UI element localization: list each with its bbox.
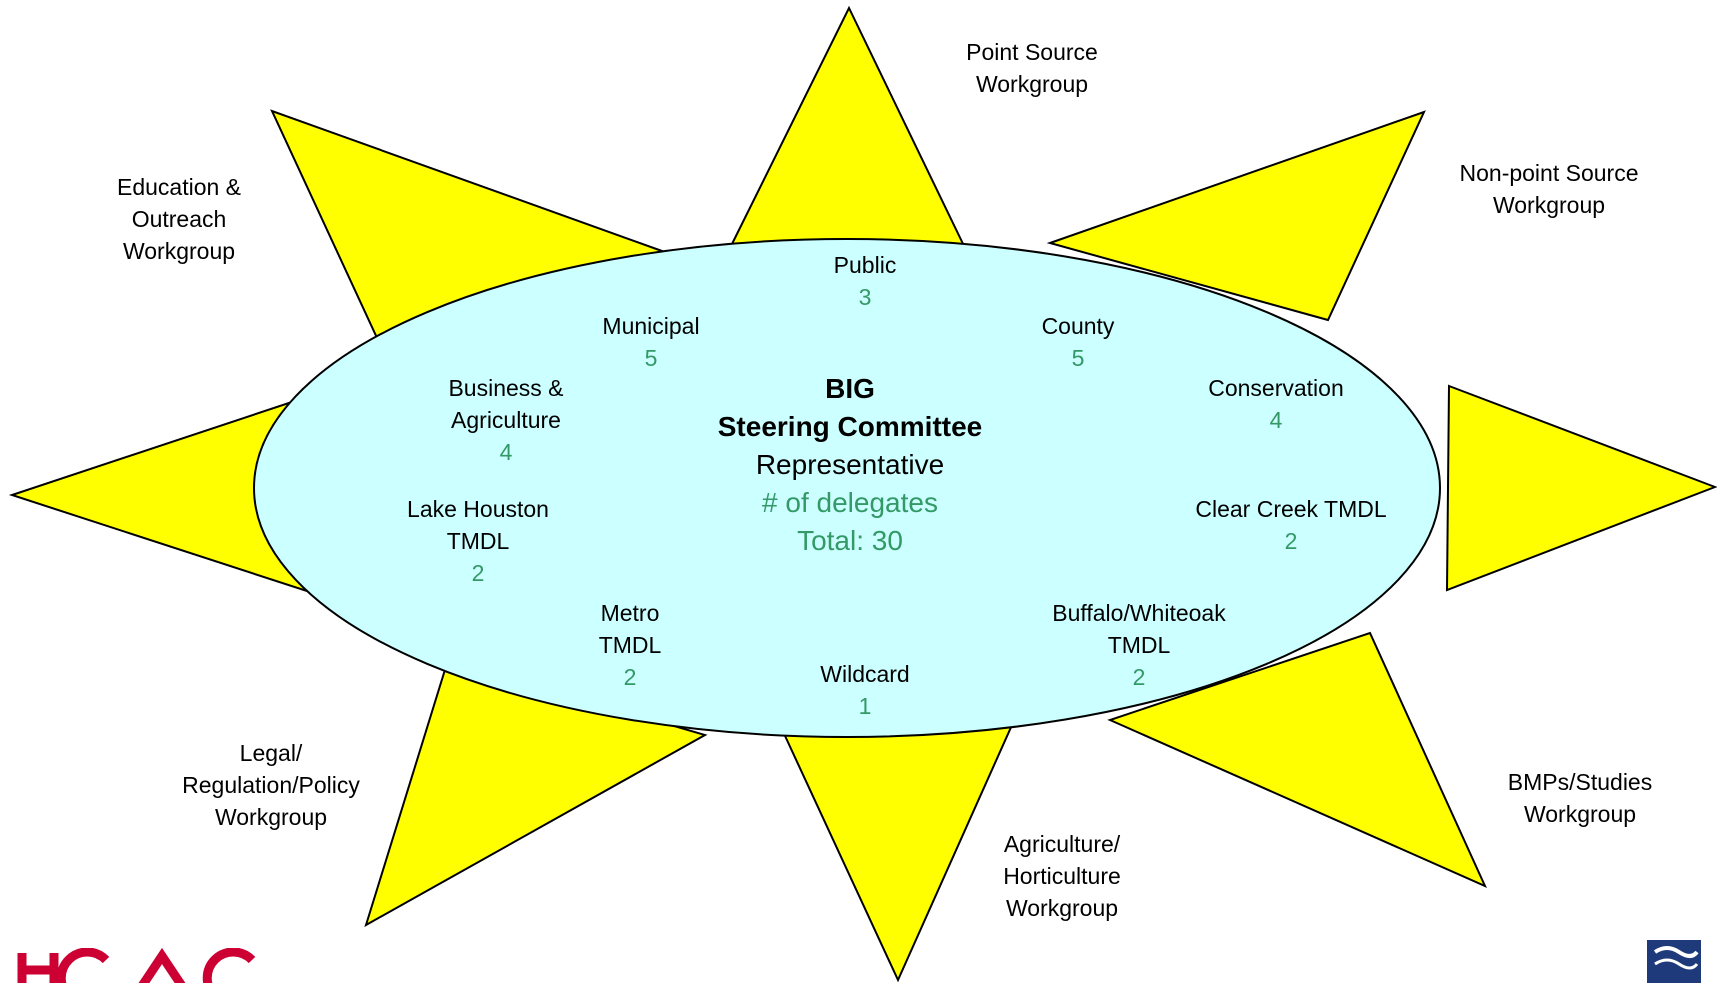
rep-count: 5: [644, 345, 658, 371]
rep-count: 5: [1071, 345, 1085, 371]
rep-conservation: Conservation 4: [1208, 372, 1344, 436]
rep-wildcard: Wildcard 1: [820, 658, 909, 722]
center-title-line1: BIG: [825, 373, 875, 404]
rep-count: 4: [1269, 407, 1283, 433]
hgac-logo: [14, 948, 264, 983]
rep-count: 2: [471, 560, 485, 586]
rep-count: 2: [623, 664, 637, 690]
rep-business-agriculture: Business &Agriculture 4: [448, 372, 563, 468]
center-title: BIG Steering Committee Representative # …: [718, 370, 983, 560]
rep-count: 2: [1284, 528, 1298, 554]
center-title-line5: Total: 30: [797, 525, 903, 556]
center-title-line3: Representative: [755, 449, 945, 480]
center-title-line4: # of delegates: [762, 487, 938, 518]
rep-municipal: Municipal 5: [602, 310, 699, 374]
steering-committee-ellipse: [253, 238, 1441, 738]
star-point-bottom: [778, 724, 1014, 983]
star-point-right: [1445, 384, 1717, 592]
rep-count: 1: [858, 693, 872, 719]
star-shape: [8, 5, 1717, 983]
rep-county: County 5: [1042, 310, 1115, 374]
rep-count: 4: [499, 439, 513, 465]
star-point-bottom-right: [1107, 631, 1487, 888]
rep-clear-creek-tmdl: Clear Creek TMDL 2: [1195, 493, 1386, 557]
star-point-top: [728, 5, 967, 249]
agency-logo: [1645, 938, 1703, 983]
star-point-top-right: [1046, 110, 1426, 322]
center-title-line2: Steering Committee: [717, 411, 983, 442]
rep-count: 2: [1132, 664, 1146, 690]
rep-public: Public 3: [834, 249, 897, 313]
rep-count: 3: [858, 284, 872, 310]
